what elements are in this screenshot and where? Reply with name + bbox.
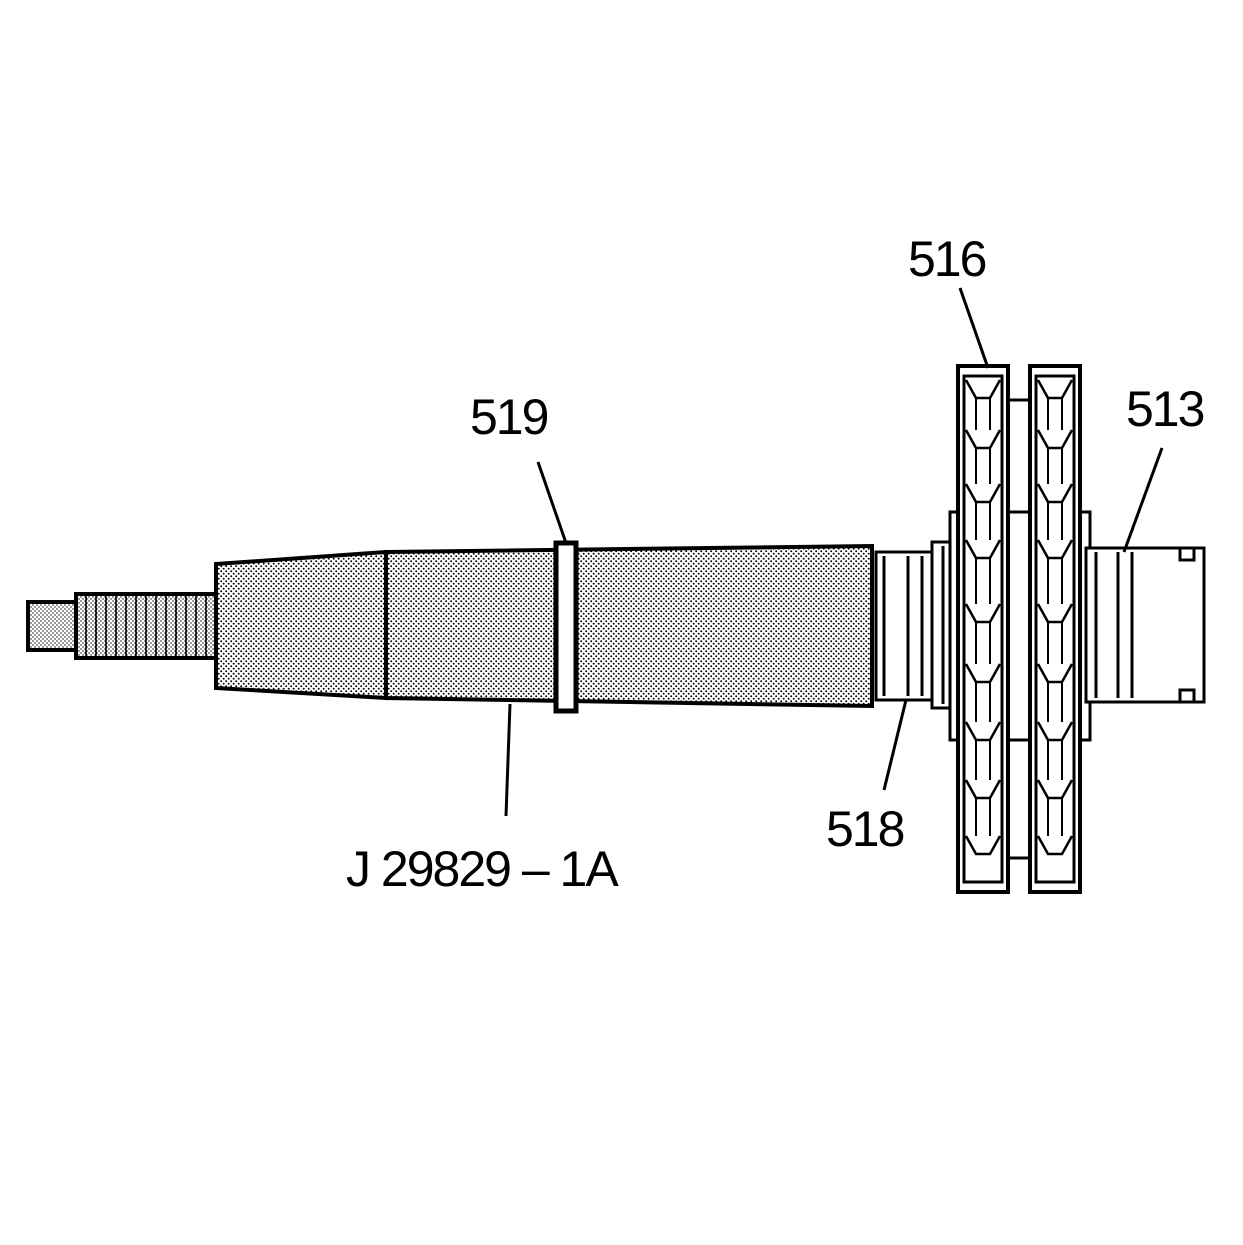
gear-link-lines <box>1008 398 1030 860</box>
tool-threads <box>85 596 207 656</box>
tool-pilot-tip <box>26 600 78 652</box>
shaft-end <box>1084 546 1206 704</box>
shaft-groove-bottom <box>1178 688 1196 704</box>
callout-513: 513 <box>1126 381 1204 437</box>
tool-tapered-nose <box>214 549 388 701</box>
gear-516-left <box>956 364 1010 894</box>
ring-519 <box>553 540 579 714</box>
shaft-groove-top <box>1178 546 1196 562</box>
callout-518: 518 <box>826 801 904 857</box>
leader-lines <box>504 287 1164 817</box>
gear-516-right <box>1028 364 1082 894</box>
leader-516 <box>958 287 990 369</box>
callout-tool: J 29829 – 1A <box>346 841 619 897</box>
tool-body <box>26 540 874 714</box>
leader-519 <box>536 461 568 544</box>
tool-main-body <box>384 543 874 709</box>
leader-tool <box>504 703 512 817</box>
callout-516: 516 <box>908 231 986 287</box>
leader-513 <box>1122 447 1164 553</box>
leader-518 <box>882 699 908 791</box>
callout-519: 519 <box>470 389 548 445</box>
